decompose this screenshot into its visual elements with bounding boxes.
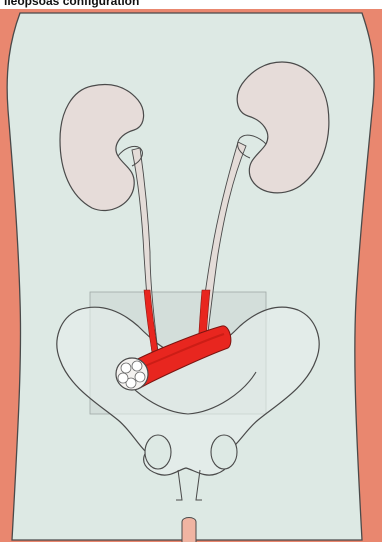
right-obturator-foramen bbox=[211, 435, 237, 469]
stoma bbox=[116, 358, 148, 390]
crotch-notch bbox=[182, 518, 196, 542]
left-obturator-foramen bbox=[145, 435, 171, 469]
